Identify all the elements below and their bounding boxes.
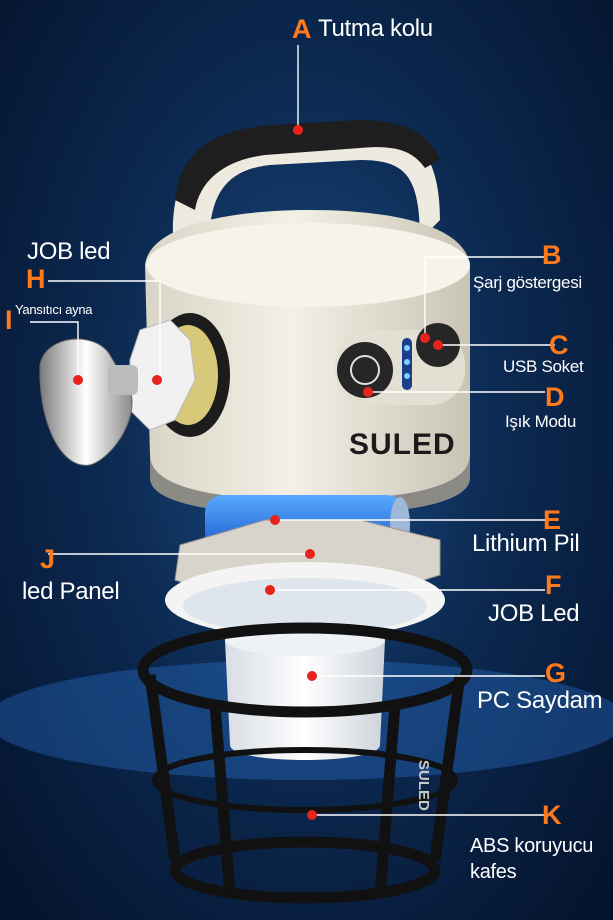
handle bbox=[172, 120, 440, 265]
callout-letter-j: J bbox=[40, 544, 56, 574]
callout-label-tutma-kolu: Tutma kolu bbox=[318, 15, 433, 42]
callout-label-sarj-gostergesi: Şarj göstergesi bbox=[473, 273, 582, 292]
marker-dot-g bbox=[307, 671, 317, 681]
marker-dot-i bbox=[73, 375, 83, 385]
marker-dot-k bbox=[307, 810, 317, 820]
callout-letter-h: H bbox=[26, 264, 46, 294]
marker-dot-e bbox=[270, 515, 280, 525]
part-markers bbox=[73, 125, 443, 820]
callout-label-usb-soket: USB Soket bbox=[503, 357, 584, 376]
leader-line-i bbox=[30, 321, 79, 380]
marker-dot-c bbox=[433, 340, 443, 350]
callout-letter-i: I bbox=[5, 305, 13, 335]
callout-letter-d: D bbox=[545, 382, 565, 412]
callout-letter-e: E bbox=[543, 505, 562, 535]
callout-label-lithium-pil: Lithium Pil bbox=[472, 530, 580, 557]
callout-letter-c: C bbox=[549, 330, 569, 360]
leader-line-h bbox=[48, 280, 161, 380]
reflector-mirror bbox=[39, 338, 138, 466]
leader-lines bbox=[30, 45, 555, 816]
job-led-window bbox=[129, 313, 230, 437]
marker-dot-b bbox=[420, 333, 430, 343]
callout-label-job-led-side: JOB led bbox=[27, 238, 111, 265]
marker-dot-f bbox=[265, 585, 275, 595]
abs-cage bbox=[137, 622, 473, 904]
marker-dot-a bbox=[293, 125, 303, 135]
callout-label-isik-modu: Işık Modu bbox=[505, 412, 576, 431]
callout-label-led-panel: led Panel bbox=[22, 578, 120, 605]
pc-diffuser bbox=[225, 624, 385, 760]
brand-logo-text: SULED bbox=[349, 428, 456, 461]
control-panel bbox=[335, 323, 465, 405]
callout-label-yansitici-ayna: Yansıtıcı ayna bbox=[15, 302, 93, 317]
callout-letter-b: B bbox=[542, 240, 562, 270]
cage-brand-text: SULED bbox=[415, 760, 432, 811]
callout-letter-f: F bbox=[545, 570, 562, 600]
marker-dot-d bbox=[363, 387, 373, 397]
marker-dot-h bbox=[152, 375, 162, 385]
callout-label-pc-saydam: PC Saydam bbox=[477, 687, 603, 714]
callout-label-abs-koruyucu-kafes: ABS koruyucu kafes bbox=[470, 835, 594, 883]
callout-label-job-led: JOB Led bbox=[488, 600, 580, 627]
job-led-ring bbox=[165, 562, 445, 638]
leader-line-b bbox=[424, 256, 545, 338]
callout-letter-g: G bbox=[545, 658, 567, 688]
callout-letter-a: A bbox=[292, 14, 312, 44]
callout-letter-k: K bbox=[542, 800, 562, 830]
marker-dot-j bbox=[305, 549, 315, 559]
